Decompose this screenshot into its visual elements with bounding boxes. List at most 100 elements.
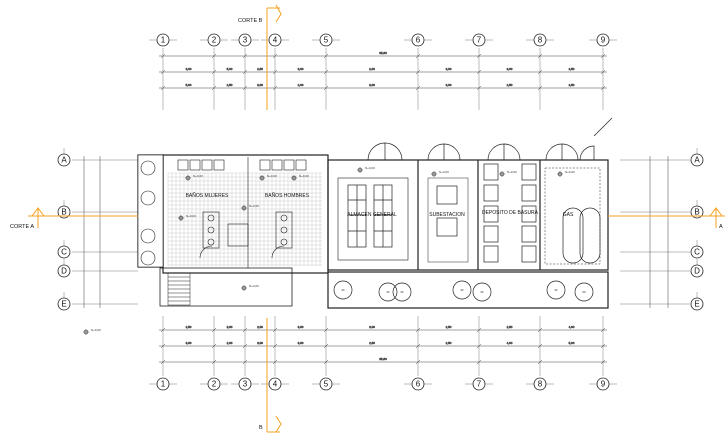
dim-text: 3,00: [446, 67, 452, 71]
axis-bubble-2: 2: [207, 377, 221, 391]
gas-tanks: [544, 167, 601, 265]
dim-text: 2,50: [186, 325, 192, 329]
axis-label: 2: [212, 380, 217, 389]
axis-bubble-A: A: [690, 153, 704, 167]
axis-label: 7: [477, 380, 482, 389]
axis-label: 1: [161, 380, 166, 389]
axis-bubble-4: 4: [268, 377, 282, 391]
dim-text: 2,00: [257, 325, 263, 329]
dim-text: 2,00: [369, 67, 375, 71]
level-tag: N+0,00: [299, 174, 309, 178]
dim-text: 2,00: [298, 83, 304, 87]
dim-text: 3,00: [186, 341, 192, 345]
axis-label: 8: [538, 36, 543, 45]
dim-text: 3,00: [507, 67, 513, 71]
axis-bubble-2: 2: [207, 33, 221, 47]
axis-bubble-D: D: [57, 264, 71, 278]
dim-text: 2,50: [507, 83, 513, 87]
axis-label: 7: [477, 36, 482, 45]
axis-bubble-7: 7: [472, 377, 486, 391]
axis-label: 3: [243, 380, 248, 389]
label-gas: GAS: [563, 212, 574, 218]
axis-bubble-D: D: [690, 264, 704, 278]
axis-bubble-8: 8: [533, 33, 547, 47]
level-tag: N+0,00: [267, 174, 277, 178]
axis-label: 5: [324, 380, 329, 389]
dim-text: 3,00: [369, 83, 375, 87]
axis-bubble-E: E: [57, 297, 71, 311]
dim-text: 4,00: [569, 325, 575, 329]
axis-label: B: [694, 208, 699, 217]
axis-label: E: [694, 300, 699, 309]
axis-label: C: [694, 248, 700, 257]
dim-text: 2,50: [569, 83, 575, 87]
axis-label: D: [61, 267, 67, 276]
trash-bins: [483, 163, 537, 263]
dim-text: 3,00: [257, 83, 263, 87]
axis-bubble-B: B: [690, 205, 704, 219]
section-cut-a-right-label: A: [719, 224, 723, 230]
stairs: [167, 272, 191, 306]
label-restroom-men: BAÑOS HOMBRES: [265, 192, 310, 199]
level-tag: N+0,00: [186, 214, 196, 218]
axis-bubble-3: 3: [238, 33, 252, 47]
dim-text: 2,00: [227, 341, 233, 345]
level-tag: N+0,00: [249, 284, 259, 288]
axis-label: C: [61, 248, 67, 257]
level-tag: N+0,00: [565, 170, 575, 174]
section-cut-b-bottom-label: B: [259, 425, 263, 431]
dim-text: 3,00: [257, 341, 263, 345]
axis-bubble-3: 3: [238, 377, 252, 391]
dim-text: 2,50: [507, 325, 513, 329]
axis-label: 4: [273, 36, 278, 45]
dim-text: 2,50: [569, 67, 575, 71]
storage-shelving: [337, 177, 409, 261]
axis-label: 6: [416, 380, 421, 389]
level-tag: N+0,00: [193, 174, 203, 178]
dim-text: 2,50: [446, 341, 452, 345]
axis-bubble-5: 5: [319, 33, 333, 47]
axis-bubble-9: 9: [596, 377, 610, 391]
section-cut-a: [28, 207, 725, 228]
axis-label: 3: [243, 36, 248, 45]
dim-text: 4,00: [507, 341, 513, 345]
axis-label: 8: [538, 380, 543, 389]
room-labels: BAÑOS MUJERES BAÑOS HOMBRES ALMACEN GENE…: [186, 192, 574, 218]
axis-bubble-1: 1: [156, 377, 170, 391]
label-general-storage: ALMACEN GENERAL: [347, 212, 397, 218]
axis-bubble-A: A: [57, 153, 71, 167]
level-tag: N+0,00: [365, 166, 375, 170]
axis-bubble-9: 9: [596, 33, 610, 47]
axis-label: 6: [416, 36, 421, 45]
dim-text: 3,00: [446, 83, 452, 87]
doors: [367, 117, 613, 161]
axis-bubble-6: 6: [411, 33, 425, 47]
level-tag: N+0,00: [249, 204, 259, 208]
axis-bubble-8: 8: [533, 377, 547, 391]
axis-label: A: [61, 156, 67, 165]
axis-label: 5: [324, 36, 329, 45]
axis-bubble-C: C: [690, 245, 704, 259]
level-tag: N+0,00: [439, 170, 449, 174]
dim-text: 5,00: [186, 83, 192, 87]
axis-bubble-C: C: [57, 245, 71, 259]
axis-label: 2: [212, 36, 217, 45]
label-substation: SUBESTACION: [429, 212, 465, 218]
axis-label: D: [694, 267, 700, 276]
level-tag: N+0,00: [507, 170, 517, 174]
dim-text: 3,00: [298, 67, 304, 71]
substation-equipment: [427, 177, 469, 263]
section-cut-b: [266, 4, 282, 433]
axis-bubble-1: 1: [156, 33, 170, 47]
restroom-tile-pattern: [167, 172, 322, 266]
axis-label: 4: [273, 380, 278, 389]
dim-text-total: 35,80: [379, 357, 387, 361]
section-cut-a-left-label: CORTE A: [10, 224, 34, 230]
dim-text: 3,00: [298, 325, 304, 329]
axis-label: E: [61, 300, 66, 309]
axis-label: 9: [601, 36, 606, 45]
axis-bubble-6: 6: [411, 377, 425, 391]
